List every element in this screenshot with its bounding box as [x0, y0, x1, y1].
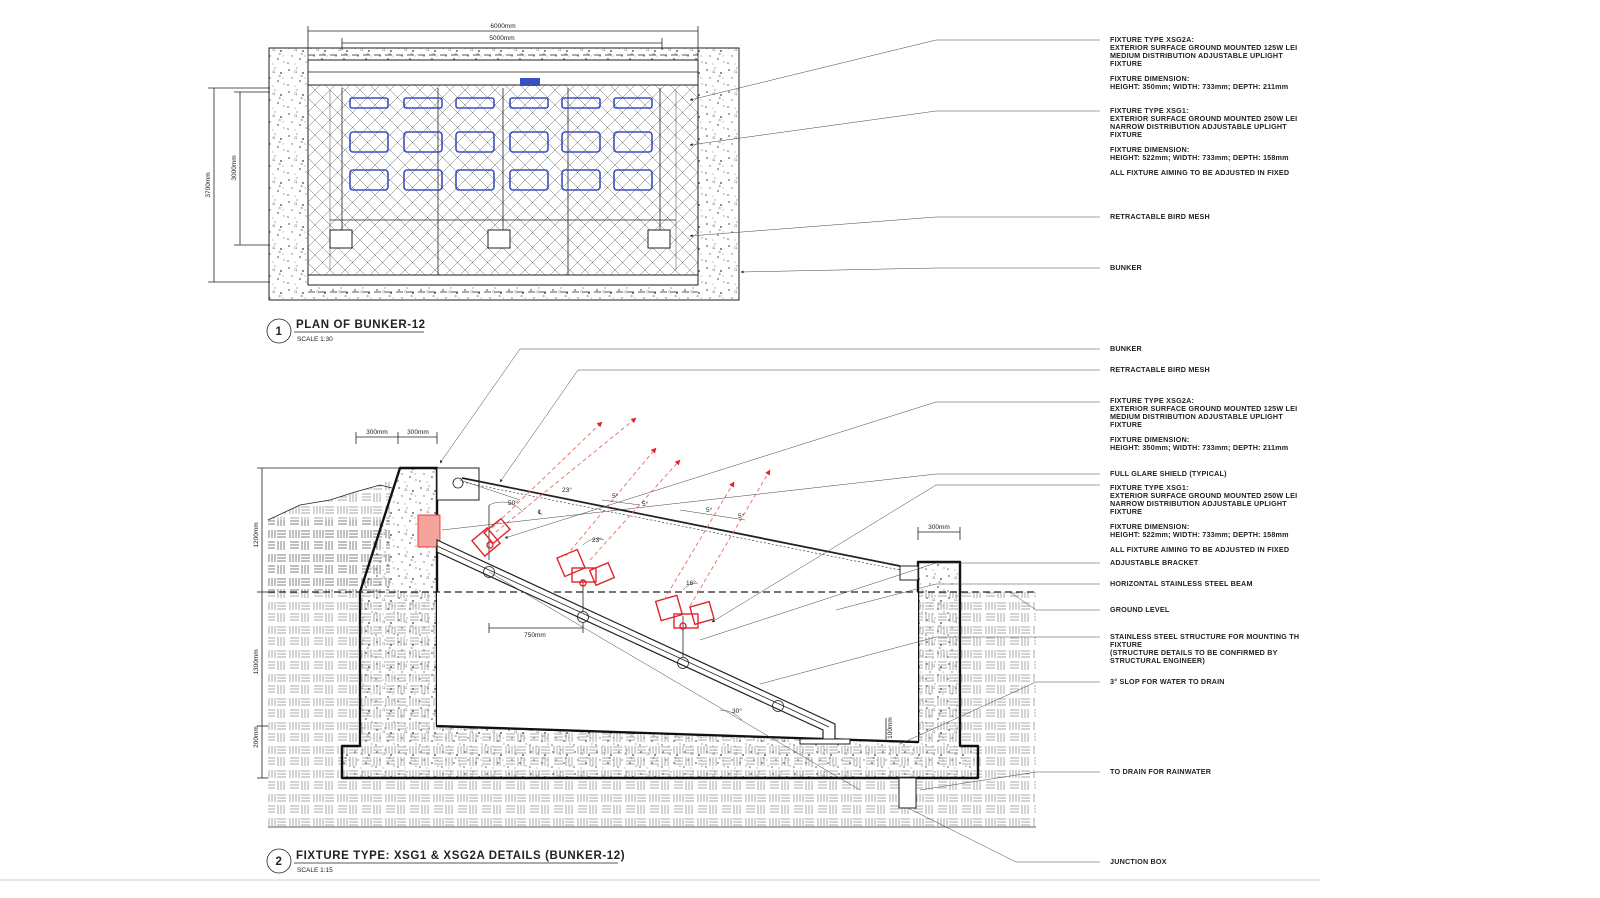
section-dim-top-left-a: 300mm — [366, 429, 388, 436]
section-dim-top-right: 300mm — [928, 524, 950, 531]
section-note-xsg2a: FIXTURE TYPE XSG2A: EXTERIOR SURFACE GRO… — [1110, 396, 1300, 452]
section-notes: BUNKER RETRACTABLE BIRD MESH FIXTURE TYP… — [1110, 344, 1301, 866]
section-dim-left-middle: 1300mm — [253, 649, 260, 674]
section-angle-5b: 5° — [642, 500, 649, 508]
section-note-glare-shield: FULL GLARE SHIELD (TYPICAL) — [1110, 469, 1227, 478]
plan-note-bird-mesh: RETRACTABLE BIRD MESH — [1110, 212, 1210, 221]
section-note-bracket: ADJUSTABLE BRACKET — [1110, 558, 1199, 567]
section-dim-offset: 750mm — [524, 632, 546, 639]
plan-dim-overall-height: 3700mm — [205, 172, 212, 197]
plan-note-xsg2a: FIXTURE TYPE XSG2A: EXTERIOR SURFACE GRO… — [1110, 35, 1300, 91]
section-note-ground-level: GROUND LEVEL — [1110, 605, 1170, 614]
section-angle-23b: 23° — [592, 536, 602, 544]
section-view: 300mm 300mm 300mm 1200mm 1300mm 200mm 75… — [253, 348, 1100, 874]
section-note-slope: 3° SLOP FOR WATER TO DRAIN — [1110, 677, 1225, 686]
section-note-xsg1: FIXTURE TYPE XSG1: EXTERIOR SURFACE GROU… — [1110, 483, 1300, 554]
section-angle-16: 16° — [686, 579, 696, 587]
section-title: FIXTURE TYPE: XSG1 & XSG2A DETAILS (BUNK… — [296, 850, 625, 862]
section-dim-top-left-b: 300mm — [407, 429, 429, 436]
section-fixtures — [470, 517, 715, 630]
section-angle-5a: 5° — [612, 492, 619, 500]
plan-scale: SCALE 1:30 — [297, 336, 333, 343]
plan-note-xsg1: FIXTURE TYPE XSG1: EXTERIOR SURFACE GROU… — [1110, 106, 1300, 177]
section-centerline-label: ℄ — [537, 509, 543, 516]
plan-title: PLAN OF BUNKER-12 — [296, 319, 426, 331]
section-note-junction-box: JUNCTION BOX — [1110, 857, 1167, 866]
plan-notes: FIXTURE TYPE XSG2A: EXTERIOR SURFACE GRO… — [1110, 35, 1300, 272]
section-note-structure: STAINLESS STEEL STRUCTURE FOR MOUNTING T… — [1110, 632, 1301, 665]
section-note-beam: HORIZONTAL STAINLESS STEEL BEAM — [1110, 579, 1253, 588]
section-title-number: 2 — [276, 856, 283, 868]
section-note-drain: TO DRAIN FOR RAINWATER — [1110, 767, 1212, 776]
section-angle-50: 50° — [508, 499, 518, 507]
section-note-bunker: BUNKER — [1110, 344, 1143, 353]
section-angle-5d: 5° — [738, 512, 745, 520]
section-angle-23a: 23° — [562, 486, 572, 494]
plan-dim-overall-width: 6000mm — [490, 23, 515, 30]
plan-view: 6000mm 5000mm 3700mm 3000mm 1 PLAN OF BU… — [205, 23, 1100, 344]
plan-title-number: 1 — [276, 326, 283, 338]
section-note-bird-mesh: RETRACTABLE BIRD MESH — [1110, 365, 1210, 374]
section-scale: SCALE 1:15 — [297, 867, 333, 874]
plan-dim-inner-width: 5000mm — [489, 35, 514, 42]
plan-fixtures — [349, 97, 653, 191]
section-dim-drain: 100mm — [887, 717, 894, 739]
section-angle-5c: 5° — [706, 506, 713, 514]
plan-dim-inner-height: 3000mm — [231, 155, 238, 180]
section-angle-30: 30° — [732, 707, 742, 715]
plan-note-bunker: BUNKER — [1110, 263, 1143, 272]
section-dim-left-lower: 200mm — [253, 726, 260, 748]
section-dim-left-upper: 1200mm — [253, 522, 260, 547]
